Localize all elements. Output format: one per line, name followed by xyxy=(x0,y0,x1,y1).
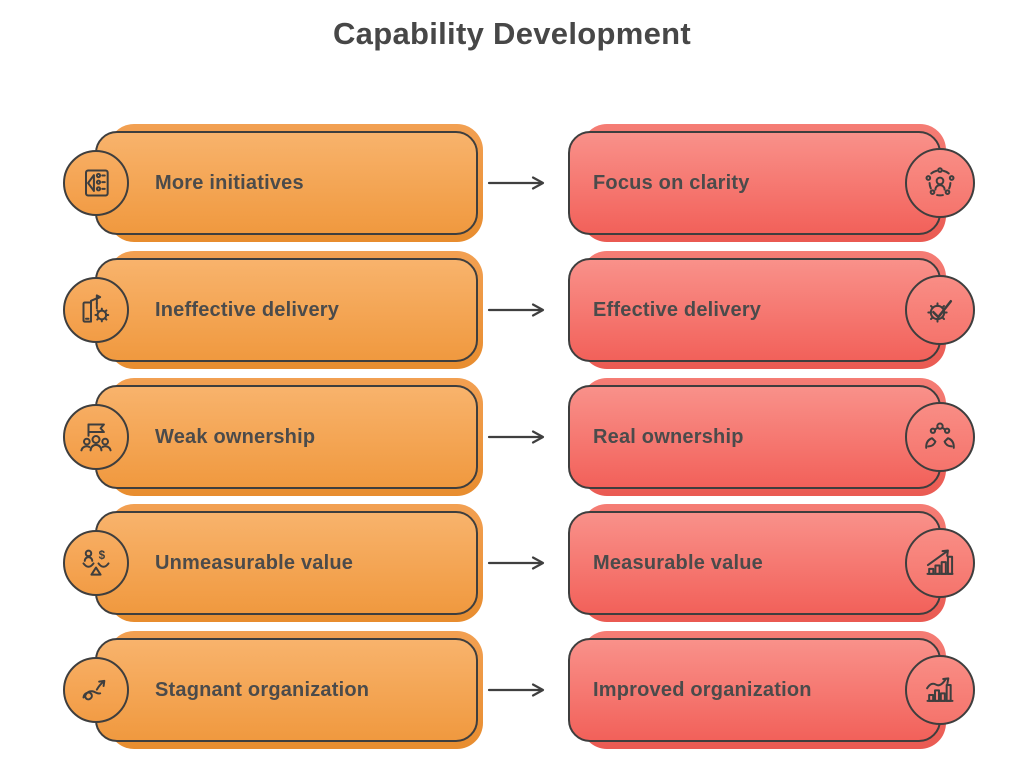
arrow-right-icon xyxy=(487,556,545,570)
arrow-right-icon xyxy=(487,176,545,190)
page-title: Capability Development xyxy=(332,16,691,51)
row-initiatives: More initiatives Focus on clarity xyxy=(0,124,1024,242)
solution-box-focus-on-clarity: Focus on clarity xyxy=(568,124,975,242)
solution-label: Real ownership xyxy=(593,425,744,448)
solution-box-real-ownership: Real ownership xyxy=(568,378,975,496)
value-scale-icon: $ xyxy=(63,530,129,596)
problem-box-more-initiatives: More initiatives xyxy=(63,124,483,242)
team-flag-icon xyxy=(63,404,129,470)
solution-label: Measurable value xyxy=(593,551,763,574)
gear-check-icon xyxy=(905,275,975,345)
svg-text:$: $ xyxy=(99,549,106,562)
solution-label: Focus on clarity xyxy=(593,171,750,194)
problem-box-weak-ownership: Weak ownership xyxy=(63,378,483,496)
initiatives-list-icon xyxy=(63,150,129,216)
problem-box-ineffective-delivery: Ineffective delivery xyxy=(63,251,483,369)
problem-label: More initiatives xyxy=(155,171,304,194)
problem-box-stagnant-organization: Stagnant organization xyxy=(63,631,483,749)
problem-label: Unmeasurable value xyxy=(155,551,354,574)
arrow-right-icon xyxy=(487,303,545,317)
hands-care-icon xyxy=(905,402,975,472)
row-delivery: Ineffective delivery Eff xyxy=(0,251,1024,369)
improving-chart-icon xyxy=(905,655,975,725)
problem-label: Stagnant organization xyxy=(155,678,370,701)
solution-box-measurable-value: Measurable value xyxy=(568,504,975,622)
solution-label: Improved organization xyxy=(593,678,812,701)
solution-box-improved-organization: Improved organization xyxy=(568,631,975,749)
problem-label: Ineffective delivery xyxy=(155,298,340,321)
arrow-right-icon xyxy=(487,683,545,697)
factory-gear-icon xyxy=(63,277,129,343)
row-value: Unmeasurable value $ Measurable value xyxy=(0,504,1024,622)
row-organization: Stagnant organization Improved organizat… xyxy=(0,631,1024,749)
solution-label: Effective delivery xyxy=(593,298,762,321)
team-circle-icon xyxy=(905,148,975,218)
solution-box-effective-delivery: Effective delivery xyxy=(568,251,975,369)
arrow-right-icon xyxy=(487,430,545,444)
problem-label: Weak ownership xyxy=(155,425,316,448)
row-ownership: Weak ownership Real owne xyxy=(0,378,1024,496)
growth-chart-icon xyxy=(905,528,975,598)
tangled-arrow-icon xyxy=(63,657,129,723)
problem-box-unmeasurable-value: Unmeasurable value $ xyxy=(63,504,483,622)
